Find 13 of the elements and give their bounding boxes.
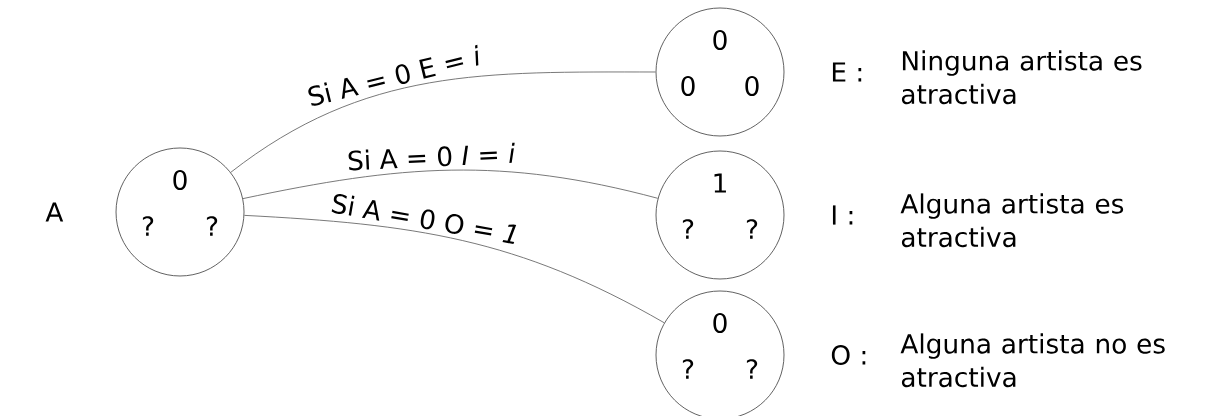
- connector-line: [242, 169, 659, 200]
- edge-label: Si A = 0 O = 1: [331, 194, 517, 244]
- letter-label: O :: [831, 345, 866, 365]
- description: Alguna artista no es atractiva: [900, 333, 1165, 388]
- letter-label: A: [45, 202, 64, 222]
- connector-line: [230, 71, 656, 173]
- description: Ninguna artista es atractiva: [901, 50, 1142, 105]
- edge-label: Si A = 0 E = i: [308, 44, 479, 106]
- edge-label: Si A = 0 I = i: [348, 142, 515, 171]
- letter-label: I :: [832, 205, 853, 225]
- letter-label: E :: [832, 62, 862, 82]
- description: Alguna artista es atractiva: [900, 193, 1124, 248]
- connector-line: [243, 214, 665, 324]
